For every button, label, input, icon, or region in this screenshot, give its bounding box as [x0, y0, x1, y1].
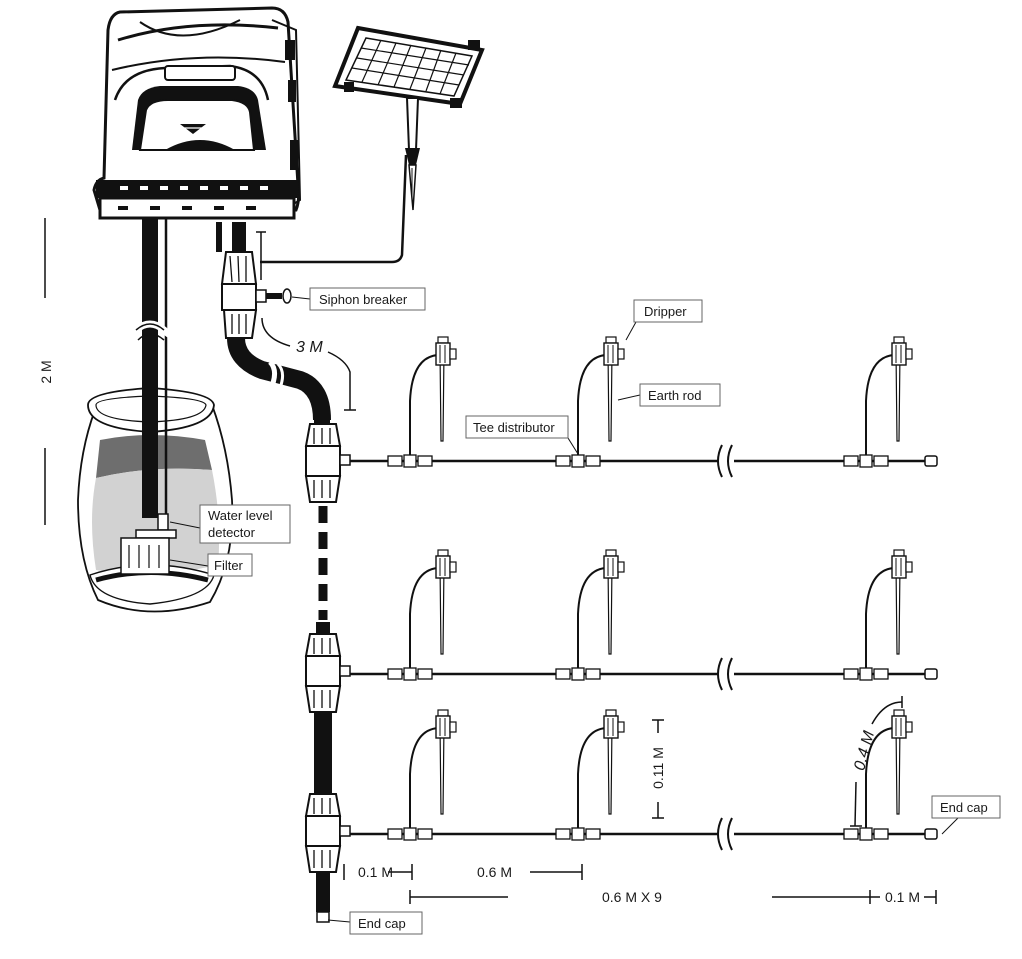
break-mark — [727, 657, 733, 691]
dripper-tube — [865, 727, 895, 822]
dripper — [891, 336, 913, 366]
callout-end-cap-line: End cap — [931, 795, 1001, 835]
total-spacing-label: 0.6 M X 9 — [602, 889, 662, 905]
tee-distributor — [843, 709, 913, 841]
callout-dripper: Dripper — [625, 299, 703, 341]
end-cap-line-label: End cap — [940, 800, 988, 815]
callout-end-cap-main: End cap — [327, 911, 423, 935]
spacing-dimensions — [343, 864, 937, 904]
tee-distributor-label: Tee distributor — [473, 420, 555, 435]
dripper — [603, 549, 625, 579]
break-mark — [727, 444, 733, 478]
end-cap-main-label: End cap — [358, 916, 406, 931]
tank-height-label: 2 M — [38, 360, 54, 383]
dripper-tube — [409, 354, 439, 449]
dripper-tube — [577, 567, 607, 662]
dripper-label: Dripper — [644, 304, 687, 319]
dripper-tube — [409, 727, 439, 822]
drip-line-row — [350, 549, 938, 691]
hose-length-dimension — [256, 231, 356, 411]
pipe-end-cap — [924, 455, 938, 467]
hose-length-label: 3 M — [296, 339, 323, 356]
dripper — [435, 336, 457, 366]
control-box — [92, 6, 302, 220]
filter-assembly — [120, 513, 177, 575]
siphon-breaker-label: Siphon breaker — [319, 292, 408, 307]
tee-distributor — [555, 336, 625, 468]
tee-distributor — [843, 549, 913, 681]
tee-distributor — [387, 709, 457, 841]
dripper-tube-dimension — [850, 696, 903, 827]
main-hose — [216, 222, 351, 923]
spacing-label: 0.6 M — [477, 864, 512, 880]
dripper-tube — [865, 354, 895, 449]
dripper-height-dimension — [652, 719, 664, 819]
dripper — [603, 709, 625, 739]
drip-line-row — [350, 709, 938, 851]
pipe-end-cap — [924, 668, 938, 680]
dripper-tube — [577, 354, 607, 449]
tee-distributor — [387, 336, 457, 468]
callout-water-level-detector: Water level detector — [169, 504, 291, 544]
break-mark — [717, 444, 723, 478]
break-mark — [717, 817, 723, 851]
tee-distributor — [387, 549, 457, 681]
dripper — [891, 549, 913, 579]
drip-lines — [350, 336, 938, 851]
callout-earth-rod: Earth rod — [617, 383, 721, 407]
suction-hose — [133, 218, 177, 522]
dripper-tube — [409, 567, 439, 662]
solar-panel — [332, 25, 485, 211]
break-mark — [727, 817, 733, 851]
pipe-end-cap — [924, 828, 938, 840]
dripper — [435, 549, 457, 579]
drip-line-row — [350, 336, 938, 478]
dripper-tube-label: 0.4 M — [851, 729, 878, 773]
dripper — [603, 336, 625, 366]
dripper — [891, 709, 913, 739]
tee-distributor — [555, 709, 625, 841]
callout-filter: Filter — [169, 553, 253, 577]
filter-label: Filter — [214, 558, 244, 573]
first-offset-label: 0.1 M — [358, 864, 393, 880]
dripper-tube — [577, 727, 607, 822]
dripper-tube — [865, 567, 895, 662]
callout-tee-distributor: Tee distributor — [465, 415, 579, 455]
water-level-label-2: detector — [208, 525, 256, 540]
last-offset-label: 0.1 M — [885, 889, 920, 905]
earth-rod-label: Earth rod — [648, 388, 701, 403]
callout-siphon-breaker: Siphon breaker — [291, 287, 426, 311]
break-mark — [717, 657, 723, 691]
tee-distributor — [843, 336, 913, 468]
water-level-label-1: Water level — [208, 508, 273, 523]
dripper-height-label: 0.11 M — [650, 747, 666, 789]
dripper — [435, 709, 457, 739]
tee-distributor — [555, 549, 625, 681]
solar-cable — [260, 154, 408, 264]
